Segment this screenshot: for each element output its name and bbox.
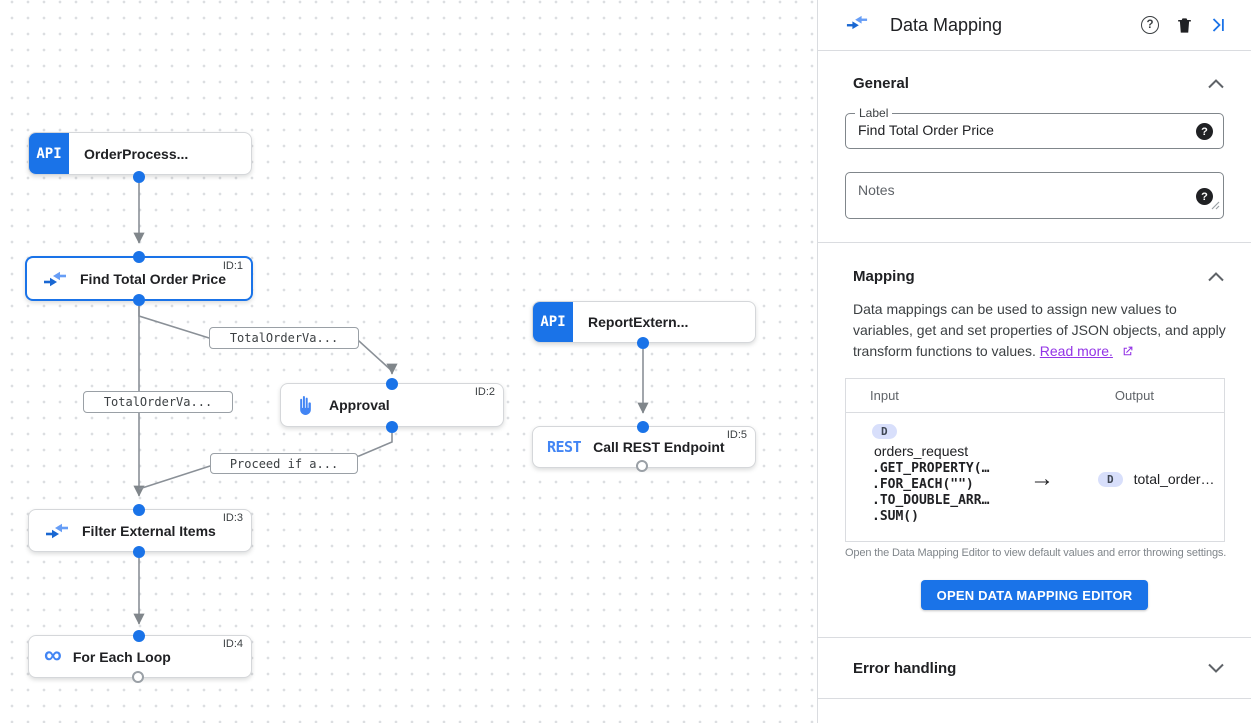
mapping-input-cell[interactable]: D orders_request .GET_PROPERTY(… .FOR_EA… [846,413,1224,525]
mapping-heading: Mapping [853,268,915,285]
label-help-icon[interactable]: ? [1196,123,1213,140]
double-type-badge: D [1098,471,1123,487]
rest-badge: REST [547,438,582,456]
node-id-tag: ID:5 [726,429,747,441]
node-id-tag: ID:2 [474,386,495,398]
edge-connections [133,183,649,625]
chevron-down-icon[interactable] [1208,663,1224,673]
chevron-up-icon[interactable] [1208,271,1224,282]
mapping-table-header: Input Output [846,379,1224,413]
connector-dot[interactable] [133,251,145,263]
connector-dot[interactable] [637,421,649,433]
section-divider [818,242,1251,243]
help-icon[interactable]: ? [1133,8,1167,42]
transform-line: .FOR_EACH("") [872,477,974,492]
node-order-process[interactable]: API OrderProcess... [28,132,252,175]
edge-approval-to-filter [138,433,393,490]
collapse-panel-icon[interactable] [1201,8,1235,42]
label-field[interactable]: Label ? [845,106,1224,149]
general-heading: General [853,75,909,92]
mapping-arrow-icon: → [1030,465,1054,492]
api-badge: API [533,302,573,342]
delete-icon[interactable] [1167,8,1201,42]
config-panel: Data Mapping ? General Label [817,0,1251,723]
connector-dot[interactable] [133,171,145,183]
mapping-footnote: Open the Data Mapping Editor to view def… [845,547,1227,559]
panel-header: Data Mapping ? [818,0,1251,51]
integration-canvas[interactable]: API OrderProcess... Find Total Order Pri… [0,0,817,723]
node-label: Filter External Items [82,522,216,539]
transform-line: .GET_PROPERTY(… [872,461,990,476]
panel-title: Data Mapping [890,14,1003,35]
node-filter-external-items[interactable]: Filter External Items ID:3 [28,509,252,552]
section-general: General Label ? ? [818,75,1251,219]
connector-dot[interactable] [386,378,398,390]
node-id-tag: ID:1 [222,260,243,272]
transform-line: .TO_DOUBLE_ARR… [872,493,990,508]
input-column-header: Input [870,388,899,403]
double-type-badge: D [872,424,897,439]
data-mapping-icon [43,271,67,287]
connector-dot[interactable] [133,546,145,558]
edge-label-totalorderva-1[interactable]: TotalOrderVa... [209,327,359,349]
mapping-output-cell[interactable]: D total_order… [1098,471,1215,487]
notes-field[interactable]: ? [845,172,1224,219]
section-divider [818,637,1251,638]
hand-icon [297,395,316,415]
resize-handle-icon[interactable] [1211,197,1220,215]
node-for-each-loop[interactable]: ∞ For Each Loop ID:4 [28,635,252,678]
infinity-icon: ∞ [44,640,62,669]
output-column-header: Output [1114,388,1154,403]
output-variable: total_order… [1133,471,1215,487]
section-mapping: Mapping Data mappings can be used to ass… [818,268,1251,610]
api-badge: API [29,133,69,174]
transform-line: .SUM() [872,509,919,524]
label-field-label: Label [855,106,893,120]
connector-dot[interactable] [133,630,145,642]
data-mapping-icon [846,15,868,35]
mapping-table: Input Output D orders_request .GET_PROPE… [845,378,1225,542]
node-label: For Each Loop [72,648,171,665]
open-data-mapping-editor-button[interactable]: OPEN DATA MAPPING EDITOR [920,580,1149,610]
mapping-description: Data mappings can be used to assign new … [853,299,1235,364]
connector-dot-open[interactable] [636,460,648,472]
connector-dot[interactable] [133,504,145,516]
node-label: ReportExtern... [588,314,689,330]
node-id-tag: ID:3 [222,512,243,524]
notes-input[interactable] [846,173,1176,216]
node-call-rest-endpoint[interactable]: REST Call REST Endpoint ID:5 [532,426,756,468]
node-label: OrderProcess... [84,145,189,162]
connector-dot[interactable] [133,294,145,306]
mapping-table-body: D orders_request .GET_PROPERTY(… .FOR_EA… [846,413,1224,541]
read-more-link[interactable]: Read more. [1039,343,1113,359]
label-input[interactable] [846,114,1176,146]
edge-label-totalorderva-2[interactable]: TotalOrderVa... [83,391,233,413]
error-handling-heading: Error handling [853,659,957,677]
node-label: Call REST Endpoint [593,439,725,455]
edge-label-proceed-if[interactable]: Proceed if a... [210,453,358,474]
chevron-up-icon[interactable] [1208,78,1224,89]
connector-dot-open[interactable] [132,671,144,683]
section-divider [818,698,1251,699]
section-error-handling: Error handling [818,638,1251,698]
notes-help-icon[interactable]: ? [1196,188,1213,205]
node-label: Approval [329,397,390,413]
external-link-icon [1121,343,1134,364]
node-label: Find Total Order Price [80,270,226,287]
node-approval[interactable]: Approval ID:2 [280,383,504,427]
connector-dot[interactable] [637,337,649,349]
node-id-tag: ID:4 [222,638,243,650]
input-variable: orders_request [874,443,969,459]
connector-dot[interactable] [386,421,398,433]
data-mapping-icon [45,523,69,539]
